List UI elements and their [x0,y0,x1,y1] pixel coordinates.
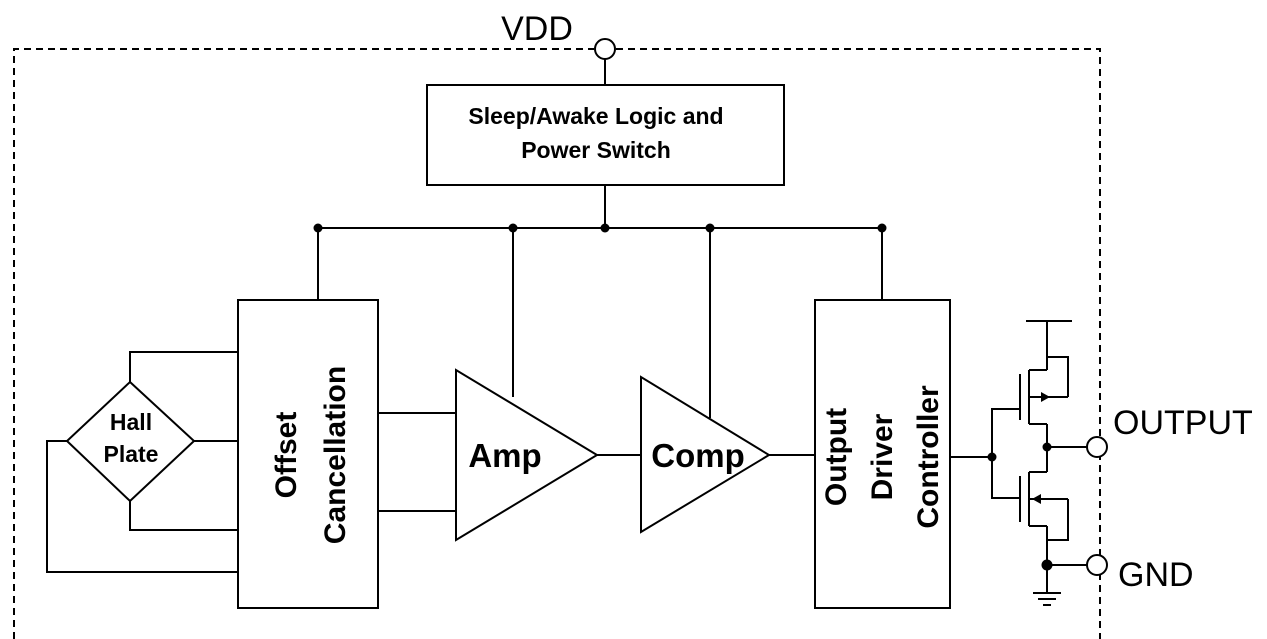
sleep-logic-label-line1: Sleep/Awake Logic and [468,103,723,129]
output-driver-controller-block: Output Driver Controller [814,299,951,609]
output-driver-label-line1: Output [820,408,853,506]
comp-block: Comp [640,375,771,534]
gnd-label: GND [1118,556,1194,594]
comp-label: Comp [651,437,745,474]
offset-to-amp-wires [378,412,456,512]
amp-block: Amp [455,368,599,542]
offset-cancellation-block: Offset Cancellation [237,299,379,609]
sleep-awake-logic-block: Sleep/Awake Logic and Power Switch [426,84,785,186]
output-terminal [1086,436,1108,458]
output-stage-transistors [950,320,1087,606]
output-driver-label-line3: Controller [912,385,945,529]
offset-cancellation-label-line1: Offset [270,412,303,499]
hall-plate-block: Hall Plate [65,380,196,503]
gnd-terminal [1086,554,1108,576]
hall-plate-label-line2: Plate [104,441,159,467]
output-driver-label-line2: Driver [866,413,899,500]
hall-plate-label-line1: Hall [110,409,152,435]
amp-label: Amp [468,437,541,474]
output-label: OUTPUT [1113,404,1253,442]
sleep-logic-label-line2: Power Switch [521,137,671,163]
power-bus [313,185,887,418]
vdd-terminal [594,38,616,60]
offset-cancellation-label-line2: Cancellation [319,366,352,544]
hall-plate-wiring [46,351,238,573]
vdd-label: VDD [501,10,573,48]
